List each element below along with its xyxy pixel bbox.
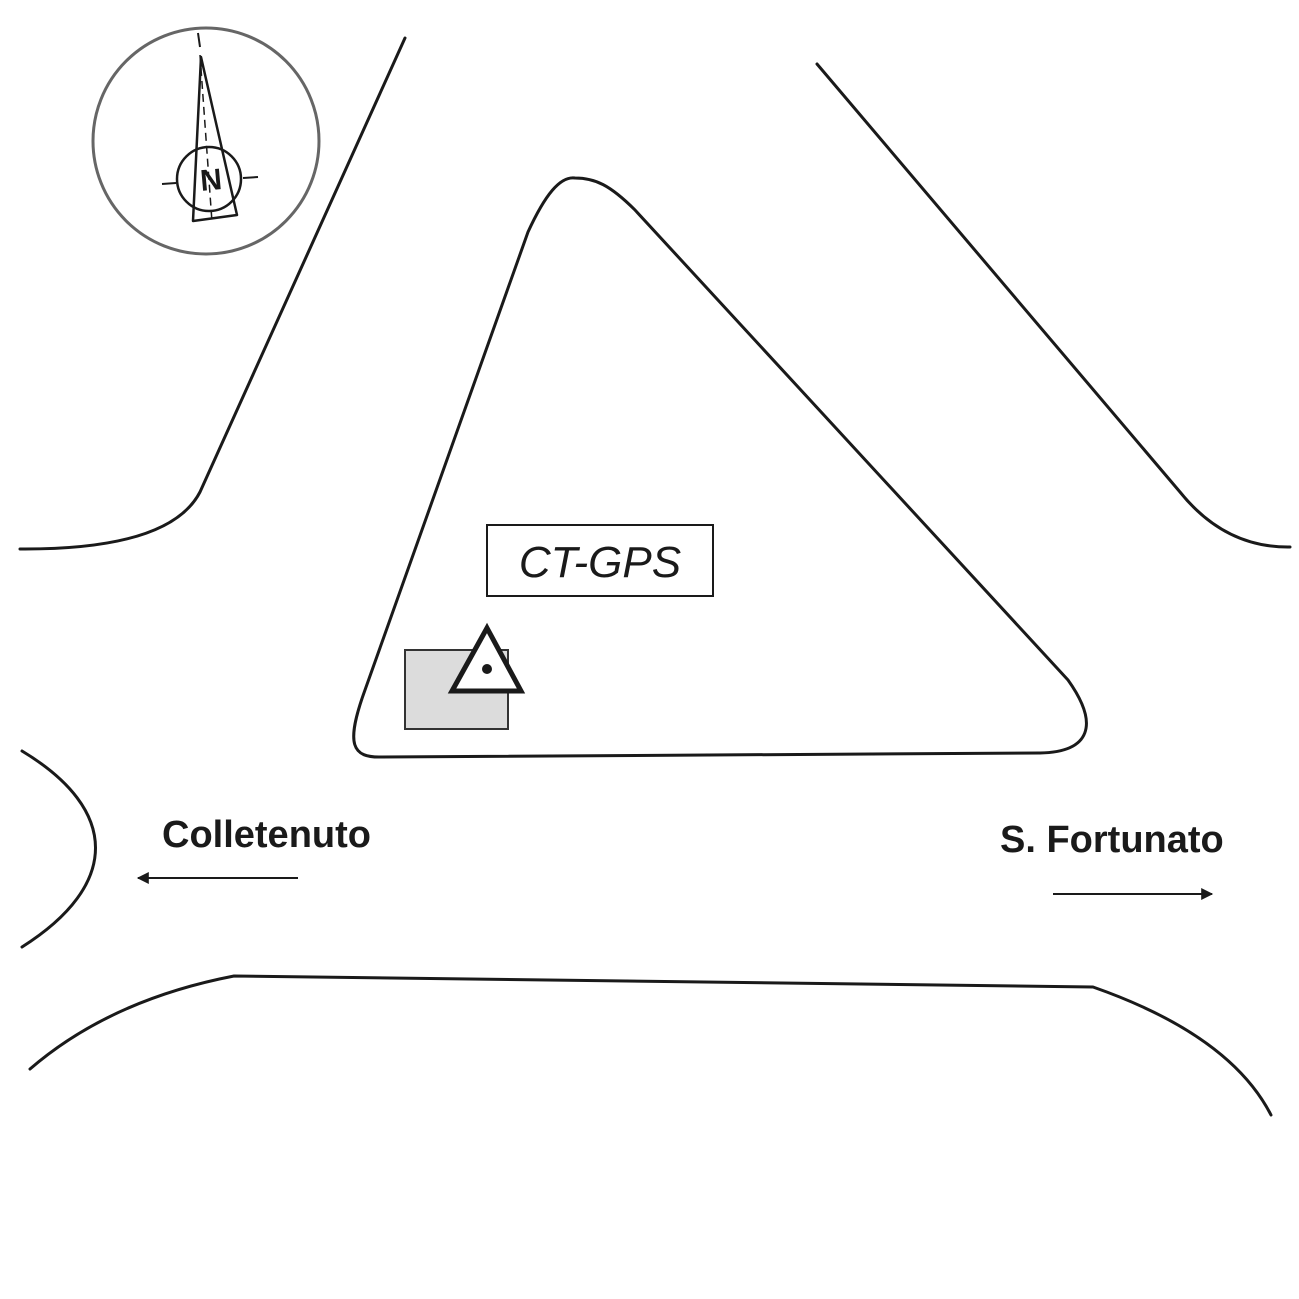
road-edge-northwest xyxy=(18,36,407,551)
gps-station: CT-GPS xyxy=(404,524,714,730)
road-edge-west-curve xyxy=(20,749,97,949)
compass-axis-dashed xyxy=(199,54,213,223)
compass-center-ring xyxy=(175,145,243,213)
compass-north-tick xyxy=(197,32,201,48)
north-arrow-icon: N xyxy=(91,26,321,256)
station-label: CT-GPS xyxy=(519,538,681,587)
traffic-island xyxy=(352,176,1088,759)
compass-needle xyxy=(191,55,239,223)
destination-colletenuto: Colletenuto xyxy=(136,814,371,884)
compass-west-tick xyxy=(161,182,177,185)
road-edge-south xyxy=(28,974,1273,1117)
gps-station-triangle-icon xyxy=(447,622,526,694)
compass-ring xyxy=(91,26,321,256)
road-edge-northeast xyxy=(815,62,1292,549)
north-letter: N xyxy=(199,163,223,198)
compass-east-tick xyxy=(242,176,259,179)
roads xyxy=(18,36,1292,1117)
destination-label-s-fortunato: S. Fortunato xyxy=(1000,819,1224,861)
station-label-box xyxy=(486,524,714,597)
destination-s-fortunato: S. Fortunato xyxy=(1000,819,1224,900)
destination-label-colletenuto: Colletenuto xyxy=(162,814,371,856)
